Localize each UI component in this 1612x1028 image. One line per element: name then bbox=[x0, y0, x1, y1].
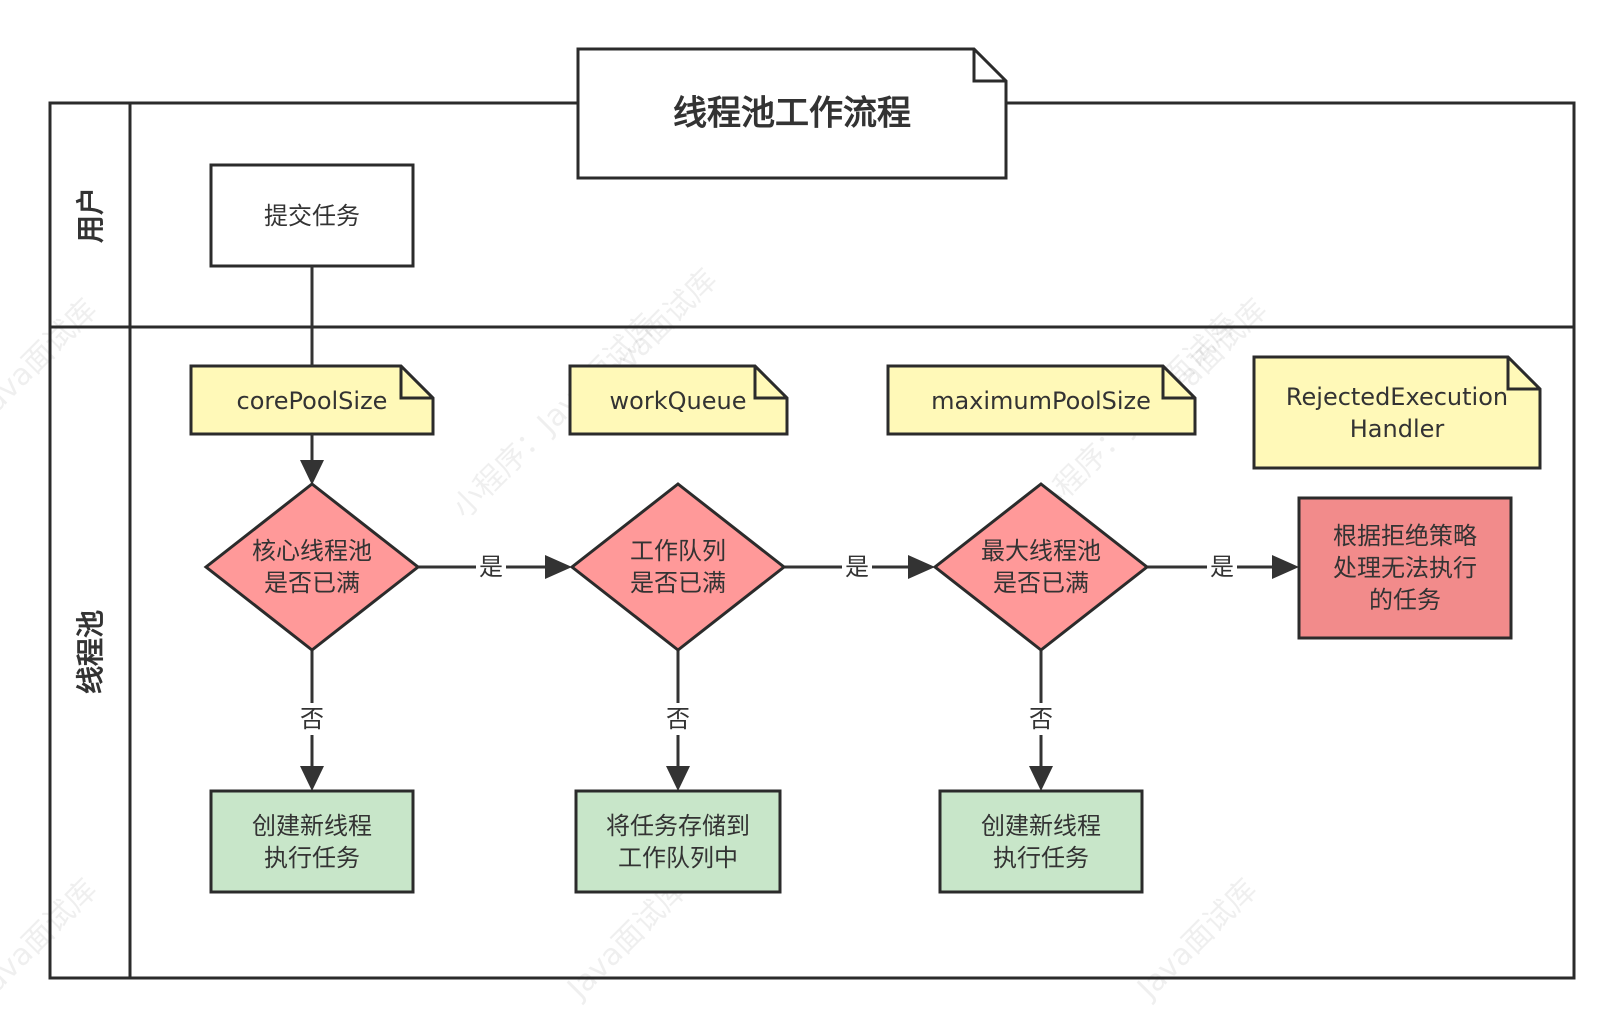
submit-task-shape bbox=[209, 163, 415, 268]
note-rejected-execution-handler: RejectedExecution Handler bbox=[1252, 355, 1542, 470]
decision-label-line-2: 是否已满 bbox=[630, 569, 726, 597]
decision-label-line-2: 是否已满 bbox=[264, 569, 360, 597]
edge-label-bg bbox=[1026, 703, 1056, 735]
result-create-thread-max: 创建新线程 执行任务 bbox=[938, 789, 1144, 894]
arrowhead bbox=[300, 460, 324, 485]
note-fold bbox=[399, 366, 433, 400]
reject-label-line-2: 处理无法执行 bbox=[1333, 554, 1477, 582]
decision-label-line-1: 最大线程池 bbox=[981, 537, 1101, 565]
note-shape bbox=[568, 364, 789, 436]
decision-label-line-2: 是否已满 bbox=[993, 569, 1089, 597]
decision-label-line-1: 核心线程池 bbox=[252, 537, 372, 565]
edge-label-bg bbox=[842, 552, 872, 582]
arrowhead bbox=[1272, 555, 1299, 579]
result-shape bbox=[209, 789, 415, 894]
arrowhead bbox=[1029, 766, 1053, 791]
note-shape bbox=[1252, 355, 1542, 470]
watermark-text: Java面试库 bbox=[1129, 872, 1264, 1007]
decision-label-line-1: 工作队列 bbox=[630, 537, 726, 565]
reject-shape bbox=[1297, 496, 1513, 640]
result-label-line-2: 工作队列中 bbox=[618, 844, 738, 872]
result-shape bbox=[938, 789, 1144, 894]
note-fold bbox=[1506, 357, 1540, 391]
edge-label-bg bbox=[1207, 552, 1237, 582]
note-label: workQueue bbox=[610, 387, 747, 415]
result-create-thread-core: 创建新线程 执行任务 bbox=[209, 789, 415, 894]
note-label: corePoolSize bbox=[237, 387, 388, 415]
note-shape bbox=[886, 364, 1197, 436]
reject-label-line-1: 根据拒绝策略 bbox=[1333, 522, 1477, 550]
diagram-title: 线程池工作流程 bbox=[673, 94, 911, 134]
decision-shape bbox=[203, 482, 421, 652]
result-shape bbox=[574, 789, 782, 894]
edge-label-bg bbox=[297, 703, 327, 735]
watermark-text: Java面试库 bbox=[0, 872, 104, 1007]
reject-label-line-3: 的任务 bbox=[1369, 586, 1441, 614]
note-fold bbox=[1161, 366, 1195, 400]
edge-label-no: 否 bbox=[666, 705, 690, 733]
title-note-shape bbox=[576, 47, 1008, 180]
edge-label-yes: 是 bbox=[1210, 553, 1234, 581]
arrowhead bbox=[908, 555, 935, 579]
decision-shape bbox=[569, 482, 787, 652]
result-store-in-queue: 将任务存储到 工作队列中 bbox=[574, 789, 782, 894]
decision-core-pool-full: 核心线程池 是否已满 bbox=[203, 482, 421, 652]
result-label-line-2: 执行任务 bbox=[264, 844, 360, 872]
connectors: 是 是 是 否 否 否 bbox=[297, 266, 1299, 791]
note-label: maximumPoolSize bbox=[931, 387, 1151, 415]
note-shape bbox=[189, 364, 435, 436]
note-core-pool-size: corePoolSize bbox=[189, 364, 435, 436]
arrowhead bbox=[666, 766, 690, 791]
note-label-line-2: Handler bbox=[1350, 415, 1445, 443]
result-label-line-1: 创建新线程 bbox=[252, 812, 372, 840]
note-fold bbox=[753, 366, 787, 400]
note-maximum-pool-size: maximumPoolSize bbox=[886, 364, 1197, 436]
decision-work-queue-full: 工作队列 是否已满 bbox=[569, 482, 787, 652]
result-label-line-2: 执行任务 bbox=[993, 844, 1089, 872]
edge-label-no: 否 bbox=[300, 705, 324, 733]
lane-label-pool: 线程池 bbox=[74, 610, 107, 694]
submit-task-label: 提交任务 bbox=[264, 202, 360, 230]
edge-label-no: 否 bbox=[1029, 705, 1053, 733]
edge-label-yes: 是 bbox=[845, 553, 869, 581]
title-note-fold bbox=[972, 49, 1006, 83]
arrowhead bbox=[545, 555, 572, 579]
decision-shape bbox=[932, 482, 1150, 652]
result-label-line-1: 将任务存储到 bbox=[606, 812, 750, 840]
edge-label-bg bbox=[663, 703, 693, 735]
decision-max-pool-full: 最大线程池 是否已满 bbox=[932, 482, 1150, 652]
edge-label-yes: 是 bbox=[479, 553, 503, 581]
submit-task-box: 提交任务 bbox=[209, 163, 415, 268]
watermark-text: Java面试库 bbox=[0, 292, 104, 427]
title-box: 线程池工作流程 bbox=[576, 47, 1008, 180]
edge-label-bg bbox=[476, 552, 506, 582]
note-label-line-1: RejectedExecution bbox=[1286, 383, 1508, 411]
reject-policy-box: 根据拒绝策略 处理无法执行 的任务 bbox=[1297, 496, 1513, 640]
lane-label-user: 用户 bbox=[74, 187, 107, 243]
result-label-line-1: 创建新线程 bbox=[981, 812, 1101, 840]
arrowhead bbox=[300, 766, 324, 791]
note-work-queue: workQueue bbox=[568, 364, 789, 436]
